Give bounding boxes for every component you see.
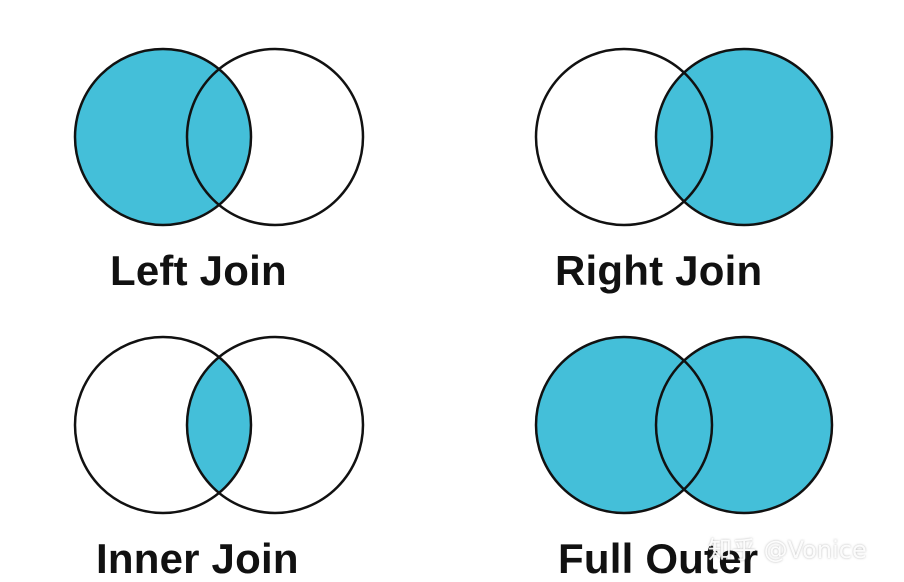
right-join-venn	[534, 47, 834, 227]
left-join-label: Left Join	[110, 247, 287, 294]
inner-join-left-set-outline	[73, 335, 253, 515]
inner-join-venn	[73, 335, 365, 515]
inner-join-intersection	[187, 337, 251, 513]
full-outer-label: Full Outer	[558, 535, 759, 582]
right-join-left-set-outline	[534, 47, 714, 227]
right-join-label: Right Join	[555, 247, 763, 294]
left-join-left-set-outline	[73, 47, 253, 227]
left-join-venn	[73, 47, 365, 227]
full-outer-left-set-outline	[534, 335, 714, 515]
full-outer-venn	[534, 335, 834, 515]
inner-join-label: Inner Join	[96, 535, 299, 582]
inner-join-right-set-outline	[185, 335, 365, 515]
right-join-right-set-outline	[654, 47, 834, 227]
left-join-right-set-outline	[185, 47, 365, 227]
left-join-left-set	[75, 49, 251, 225]
full-outer-right-set-outline	[654, 335, 834, 515]
watermark: 知乎 @Vonice	[708, 536, 867, 564]
